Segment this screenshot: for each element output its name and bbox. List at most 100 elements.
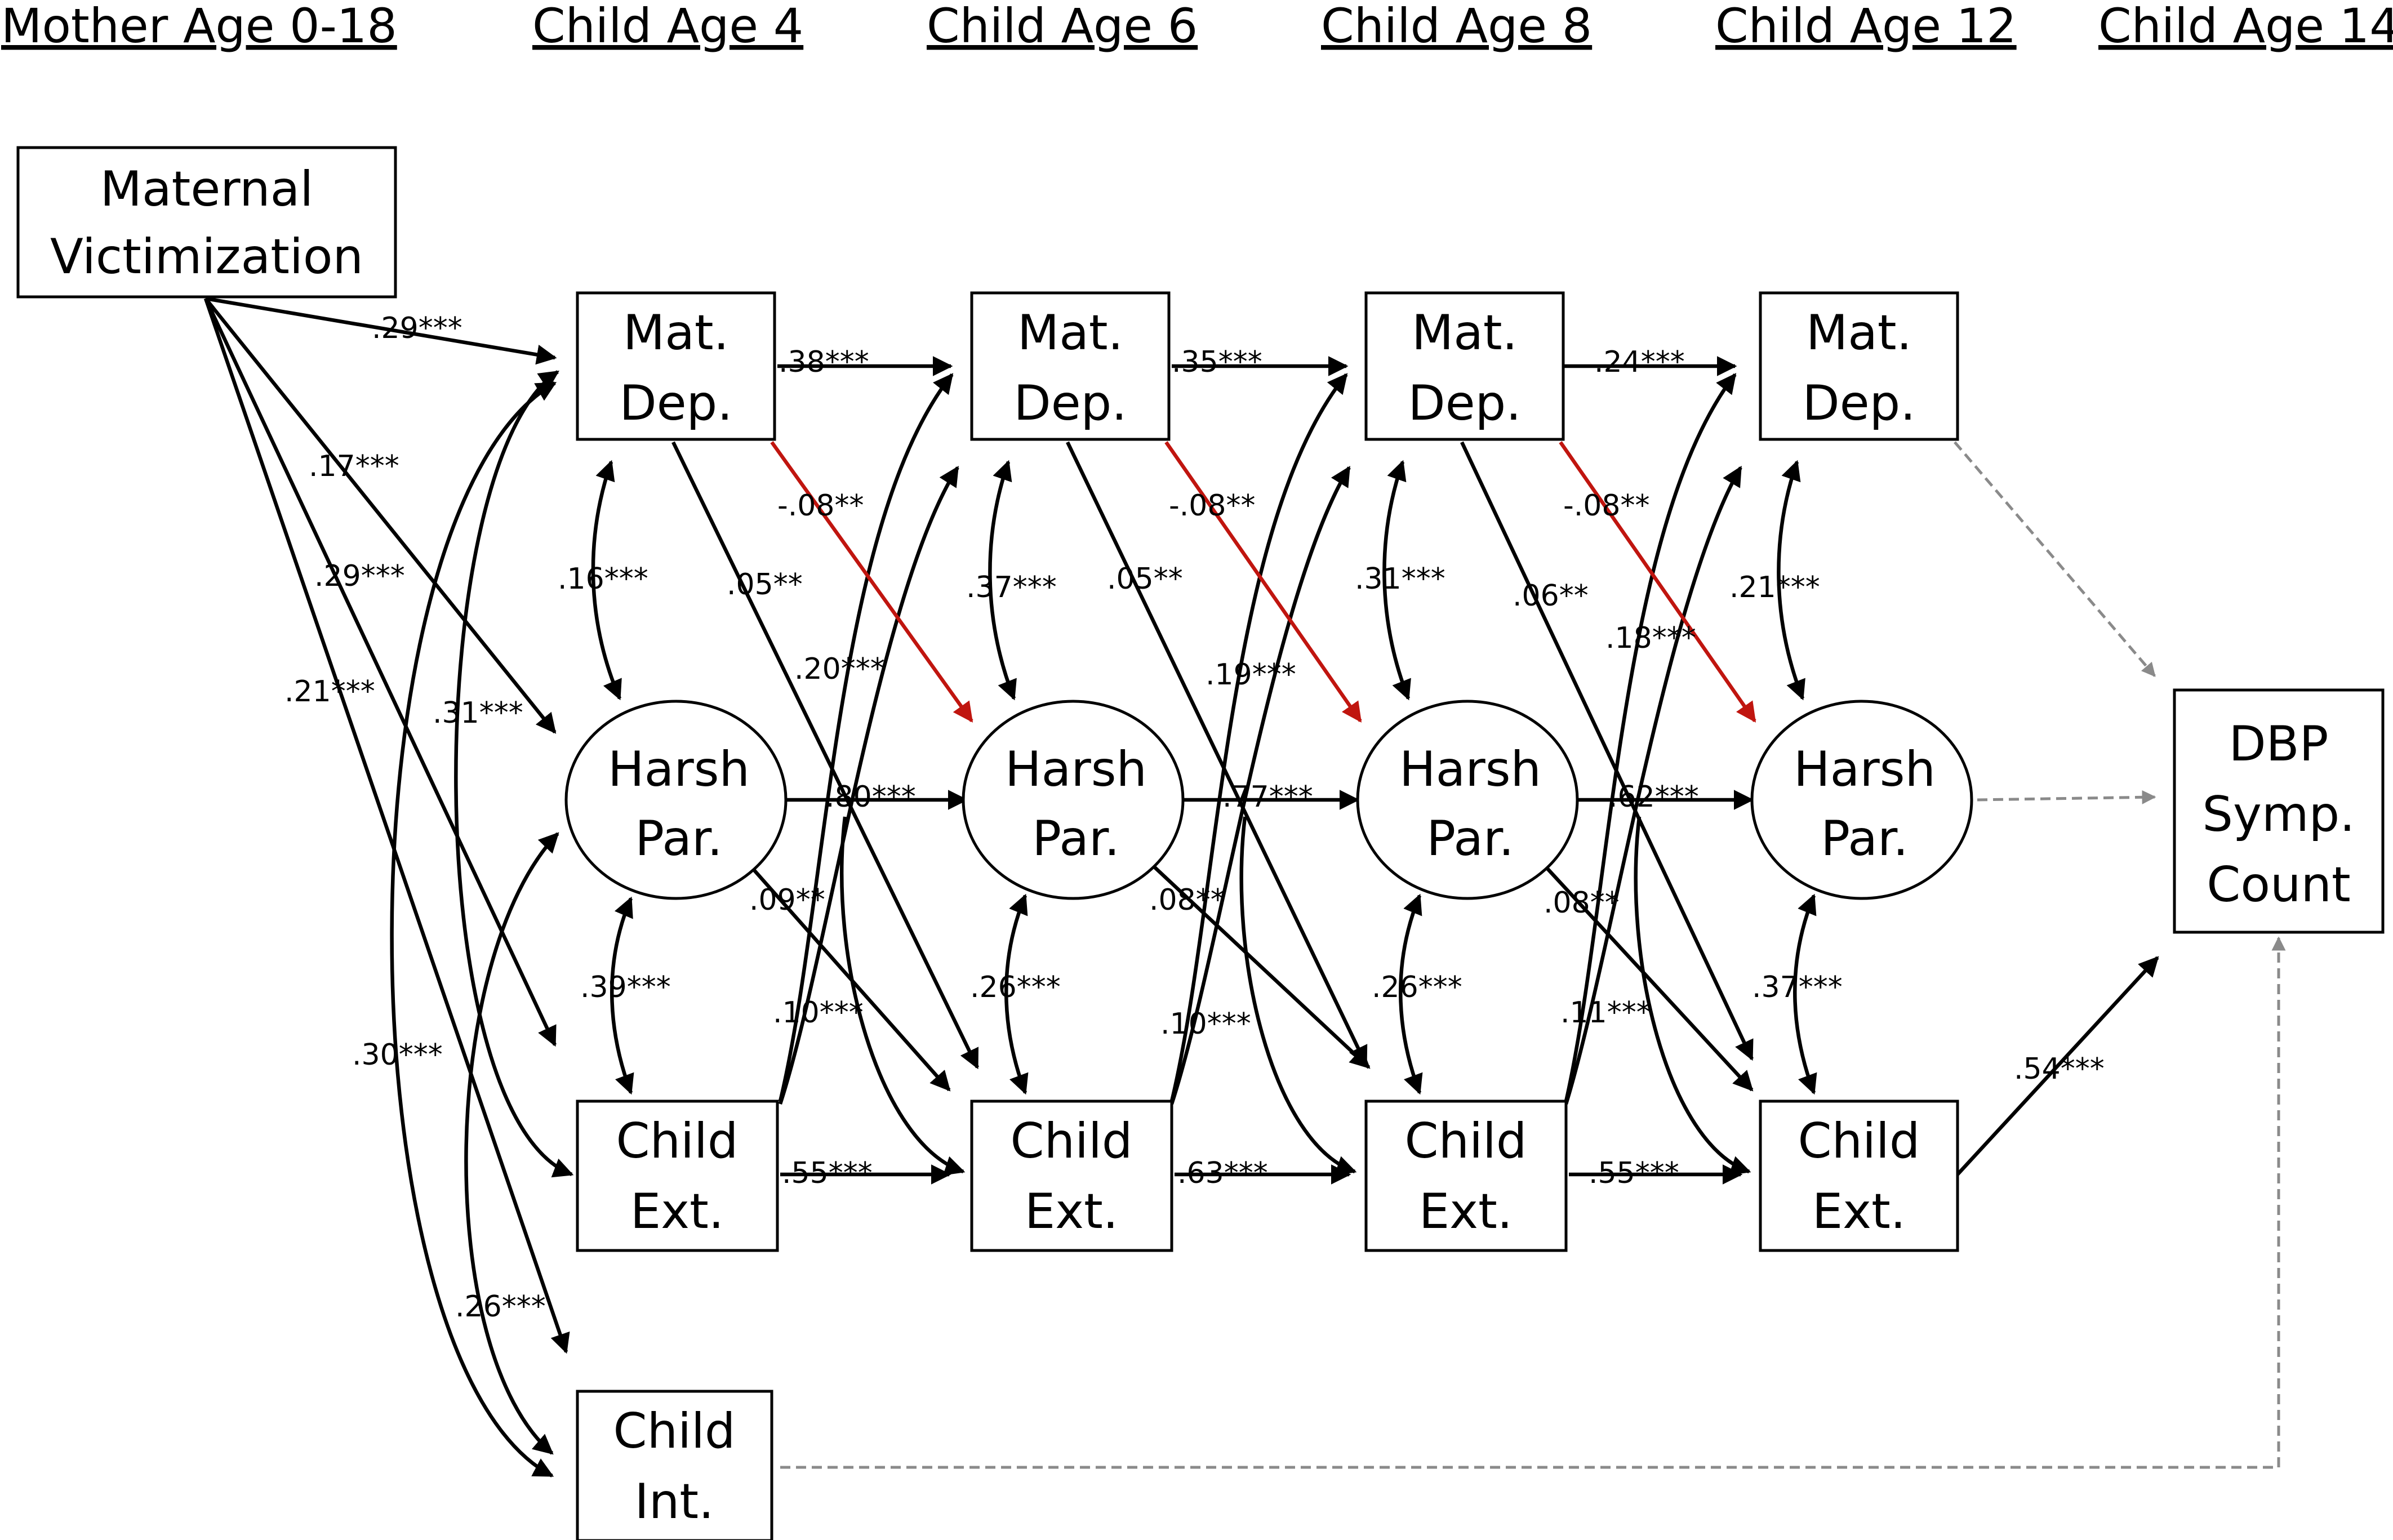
node-child-ext-4 bbox=[576, 1100, 779, 1252]
path-cov-md6-hp6 bbox=[988, 460, 1017, 701]
node-md4-line1: Mat. bbox=[623, 305, 729, 361]
node-hp12-line2: Par. bbox=[1821, 811, 1909, 867]
node-ce12-line1: Child bbox=[1798, 1113, 1920, 1169]
nonsignificant-paths bbox=[780, 441, 2286, 1469]
path-ci4-md4-curve bbox=[390, 381, 557, 1477]
coef-cov-hp4-ce4: .39*** bbox=[580, 971, 671, 1004]
path-ce8-md12-b bbox=[1564, 465, 1742, 1105]
coef-cov-hp6-ce6: .26*** bbox=[970, 971, 1061, 1004]
node-ce8-line2: Ext. bbox=[1419, 1183, 1513, 1240]
coef-hp4-ce6: .09** bbox=[749, 883, 825, 917]
node-child-ext-8 bbox=[1364, 1100, 1568, 1252]
header-child-age-4: Child Age 4 bbox=[532, 0, 803, 54]
coefficient-labels: .29*** .17*** .29*** .21*** .31*** .30**… bbox=[284, 311, 2105, 1324]
path-ce4-md6 bbox=[778, 373, 954, 1102]
node-hp4-line2: Par. bbox=[635, 811, 723, 867]
coef-md6-md8: .35*** bbox=[1172, 345, 1262, 379]
path-ci4-hp4-curve bbox=[464, 832, 559, 1455]
coef-cov-hp12-ce12: .37*** bbox=[1752, 971, 1843, 1004]
path-mv-ci4 bbox=[203, 297, 570, 1354]
coef-mv-hp4: .17*** bbox=[309, 449, 399, 483]
node-dbp-line1: DBP bbox=[2229, 716, 2328, 772]
coef-md8-ce12: .06** bbox=[1513, 579, 1589, 613]
node-md6-line1: Mat. bbox=[1017, 305, 1123, 361]
path-ce12-dbp bbox=[1956, 956, 2159, 1176]
coef-cov-md4-hp4: .16*** bbox=[558, 562, 648, 596]
coef-mv-md4: .29*** bbox=[372, 311, 462, 345]
node-mv-line1: Maternal bbox=[100, 161, 313, 217]
path-cov-md8-hp8 bbox=[1382, 460, 1411, 701]
coef-md4-ce6: .05** bbox=[727, 568, 803, 602]
node-md6-line2: Dep. bbox=[1013, 375, 1127, 431]
column-headers: Mother Age 0-18 Child Age 4 Child Age 6 … bbox=[1, 0, 2393, 54]
path-cov-hp12-ce12 bbox=[1793, 893, 1817, 1095]
path-cov-hp8-ce8 bbox=[1399, 893, 1423, 1095]
node-mat-dep-8 bbox=[1364, 291, 1565, 441]
path-mv-hp4 bbox=[204, 297, 557, 734]
coef-ce6-hp8: .10*** bbox=[1160, 1007, 1251, 1041]
path-md4-hp6 bbox=[770, 441, 973, 723]
node-mat-dep-12 bbox=[1759, 291, 1959, 441]
node-harsh-par-4 bbox=[564, 700, 788, 900]
path-cov-md4-hp4 bbox=[591, 460, 622, 701]
node-harsh-par-8 bbox=[1356, 700, 1579, 900]
coef-hp4-hp6: .80*** bbox=[825, 780, 916, 814]
path-hp4-ce6-b bbox=[840, 816, 966, 1176]
coef-hp8-ce12: .08** bbox=[1544, 886, 1620, 920]
node-hp12-line1: Harsh bbox=[1794, 741, 1936, 798]
path-md6-hp8 bbox=[1164, 441, 1362, 723]
coef-cov-md12-hp12: .21*** bbox=[1729, 571, 1820, 604]
path-ce6-md8 bbox=[1169, 373, 1348, 1102]
coef-ce4-ce6: .55*** bbox=[782, 1156, 873, 1190]
path-ci4-dbp bbox=[780, 936, 2286, 1469]
path-hp4-ce6 bbox=[748, 863, 951, 1092]
coef-hp6-hp8: .77*** bbox=[1222, 780, 1313, 814]
coef-ce6-ce8: .63*** bbox=[1177, 1156, 1268, 1190]
path-hp8-ce12-b bbox=[1634, 816, 1751, 1176]
path-cov-md12-hp12 bbox=[1777, 460, 1805, 701]
coef-cov-hp8-ce8: .26*** bbox=[1372, 971, 1462, 1004]
header-mother-age: Mother Age 0-18 bbox=[1, 0, 397, 54]
node-mat-dep-4 bbox=[576, 291, 776, 441]
coef-md6-hp8: -.08** bbox=[1169, 489, 1255, 523]
coef-ce4-md6: .20*** bbox=[794, 652, 885, 686]
node-ce12-line2: Ext. bbox=[1812, 1183, 1906, 1240]
path-hp12-dbp bbox=[1977, 790, 2156, 804]
header-child-age-6: Child Age 6 bbox=[927, 0, 1198, 54]
coef-ce12-dbp: .54*** bbox=[2014, 1052, 2105, 1086]
node-maternal-victimization bbox=[16, 146, 397, 299]
header-child-age-14: Child Age 14 bbox=[2098, 0, 2393, 54]
node-ci4-line2: Int. bbox=[635, 1474, 714, 1530]
node-md4-line2: Dep. bbox=[619, 375, 732, 431]
node-hp6-line2: Par. bbox=[1032, 811, 1120, 867]
header-child-age-8: Child Age 8 bbox=[1321, 0, 1592, 54]
node-hp8-line1: Harsh bbox=[1399, 741, 1541, 798]
path-md12-dbp bbox=[1954, 441, 2156, 677]
node-child-int-4 bbox=[576, 1390, 773, 1540]
path-hp8-ce12 bbox=[1545, 866, 1754, 1092]
nodes: Maternal Victimization Mat. Dep. Mat. De… bbox=[16, 146, 2385, 1540]
node-ci4-line1: Child bbox=[613, 1403, 736, 1459]
coef-ce6-md8: .19*** bbox=[1206, 658, 1296, 692]
path-ce4-md6-b bbox=[778, 465, 959, 1105]
coef-hp8-hp12: .62*** bbox=[1608, 780, 1699, 814]
node-dbp-line3: Count bbox=[2207, 857, 2350, 913]
coef-ce8-md12: .18*** bbox=[1605, 621, 1696, 655]
path-hp6-ce8 bbox=[1153, 866, 1371, 1069]
coef-md6-ce8: .05** bbox=[1107, 562, 1183, 596]
coef-cov-md8-hp8: .31*** bbox=[1355, 562, 1445, 596]
node-child-ext-6 bbox=[970, 1100, 1173, 1252]
node-harsh-par-12 bbox=[1750, 700, 1973, 900]
path-cov-hp6-ce6 bbox=[1004, 893, 1029, 1095]
node-dbp-line2: Symp. bbox=[2202, 786, 2355, 843]
coef-mv-ci4: .21*** bbox=[284, 675, 375, 709]
path-mv-ce4 bbox=[204, 297, 557, 1047]
node-ce6-line1: Child bbox=[1011, 1113, 1133, 1169]
coef-cov-md6-hp6: .37*** bbox=[966, 571, 1057, 604]
node-hp8-line2: Par. bbox=[1426, 811, 1514, 867]
node-harsh-par-6 bbox=[962, 700, 1185, 900]
coef-md4-md6: .38*** bbox=[779, 345, 869, 379]
path-hp6-ce8-b bbox=[1239, 816, 1357, 1176]
negative-paths bbox=[770, 441, 1756, 723]
